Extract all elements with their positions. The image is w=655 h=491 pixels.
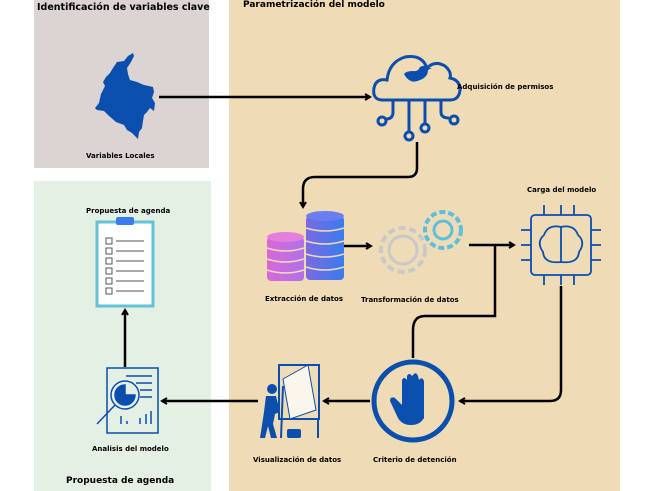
clipboard-checklist-icon <box>95 217 155 308</box>
panel-title-propuesta: Propuesta de agenda <box>66 476 175 486</box>
panel-title-parametrizacion: Parametrización del modelo <box>243 0 385 10</box>
label-visualizacion: Visualización de datos <box>253 456 342 464</box>
label-carga: Carga del modelo <box>527 186 597 194</box>
arrows <box>121 93 563 405</box>
label-variables-locales: Variables Locales <box>86 152 155 160</box>
label-adquisicion: Adquisición de permisos <box>457 83 554 91</box>
label-extraccion: Extracción de datos <box>265 295 343 303</box>
label-transformacion: Transformación de datos <box>361 296 459 304</box>
presenter-board-icon <box>260 364 320 439</box>
arrow-adquisicion-to-extraccion <box>299 142 419 209</box>
arrow-loop-to-criterio <box>411 245 497 358</box>
arrow-carga-to-criterio <box>458 286 563 405</box>
stop-hand-icon <box>371 359 455 443</box>
label-criterio: Criterio de detención <box>373 456 457 464</box>
label-propuesta-agenda: Propuesta de agenda <box>86 207 171 215</box>
ai-brain-chip-icon <box>521 205 601 285</box>
database-icon <box>266 211 345 281</box>
report-magnifier-icon <box>96 367 159 434</box>
colombia-map-icon <box>95 53 155 139</box>
gears-icon <box>379 210 463 274</box>
label-analisis: Analisis del modelo <box>92 445 169 453</box>
panel-title-identificacion: Identificación de variables clave <box>37 2 210 13</box>
twitter-cloud-icon <box>372 55 462 142</box>
